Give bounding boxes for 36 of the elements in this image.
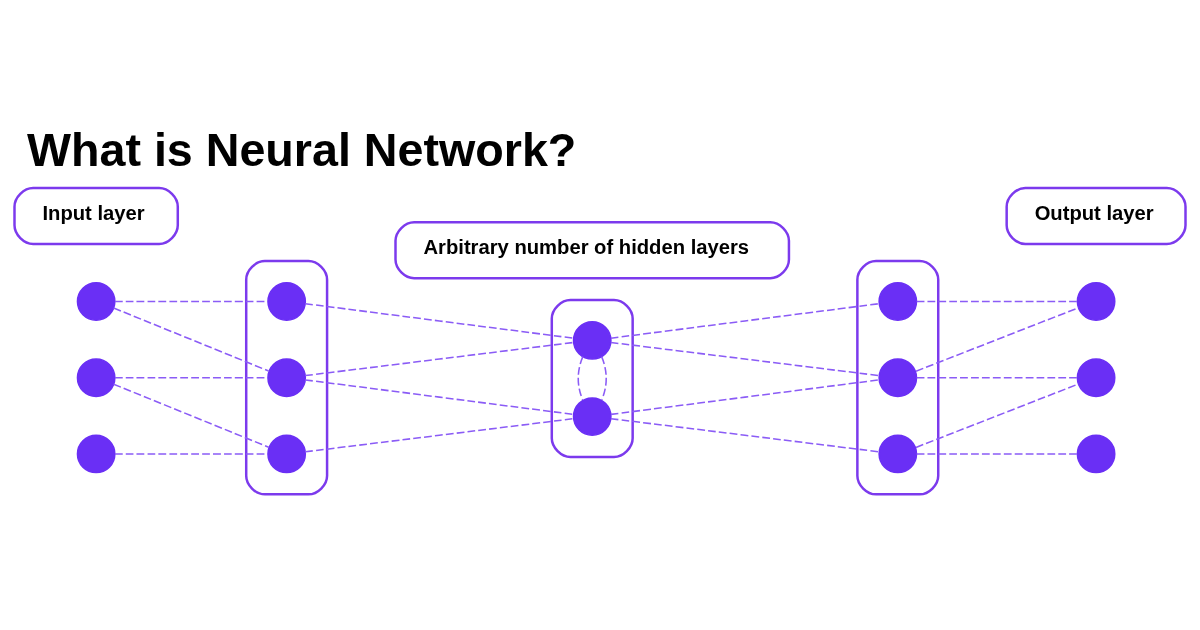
- node-circle: [878, 281, 918, 321]
- node-circle: [1076, 281, 1116, 321]
- connector: [610, 417, 880, 452]
- connector: [915, 300, 1078, 302]
- node-circle: [267, 433, 307, 473]
- node-box: Output layer: [1005, 186, 1187, 245]
- connector: [600, 355, 607, 401]
- connector: [304, 417, 574, 453]
- node-circle: [76, 357, 116, 397]
- node-circle: [267, 281, 307, 321]
- node-circle: [1076, 357, 1116, 397]
- diagram-title: What is Neural Network?: [26, 123, 577, 176]
- node-circle: [76, 281, 116, 321]
- node-box: Input layer: [13, 186, 180, 245]
- connector: [304, 302, 574, 339]
- connector: [610, 341, 880, 376]
- connector: [610, 302, 880, 339]
- connector: [915, 452, 1078, 455]
- connector: [304, 341, 574, 376]
- node-box: Arbitrary number of hidden layers: [394, 220, 791, 279]
- node-circle: [878, 433, 918, 473]
- connector: [112, 382, 270, 448]
- node-circle: [1076, 433, 1116, 473]
- node-circle: [878, 357, 918, 397]
- node-circle: [267, 357, 307, 397]
- connector: [915, 376, 1078, 378]
- cluster: [550, 298, 634, 458]
- node-circle: [572, 320, 612, 360]
- connector: [112, 306, 270, 372]
- connector: [304, 378, 574, 415]
- node-circle: [76, 433, 116, 473]
- cluster: [856, 259, 940, 496]
- connector: [610, 378, 880, 415]
- connector: [577, 355, 584, 401]
- node-circle: [572, 396, 612, 436]
- connector: [915, 382, 1080, 448]
